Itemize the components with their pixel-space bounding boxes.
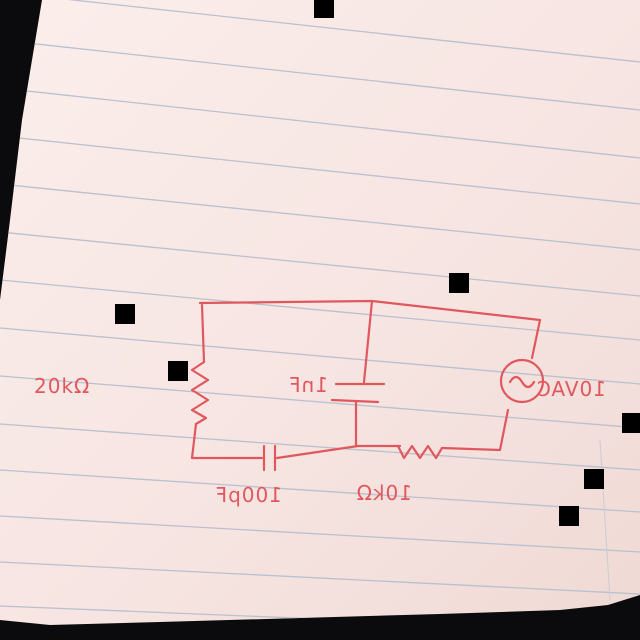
ac-source-symbol [499,358,545,404]
label-capacitor-100pf: 100pF [215,483,282,507]
black-square-icon [449,273,469,293]
wire-right-bottom [440,408,510,452]
labels: 20kΩ 1nF 100pF 10kΩ 10VAC [34,373,606,507]
resistor-10k-symbol [396,444,444,460]
wire-right-top [530,318,542,360]
page-margin-line [599,439,611,601]
label-resistor-20k: 20kΩ [34,374,90,398]
wire-middle [362,299,374,384]
label-resistor-10k: 10kΩ [356,481,412,505]
wire-bottom [275,444,402,460]
wire-left-lower [190,422,264,460]
notebook-paper [0,0,640,625]
label-source-10vac: 10VAC [536,377,606,401]
black-square-icon [168,361,188,381]
ac-wave-icon [508,375,536,389]
black-square-icon [115,304,135,324]
wire-left [200,303,206,364]
black-square-icon [314,0,334,18]
black-square-icon [584,469,604,489]
label-capacitor-1nf: 1nF [288,373,328,397]
occlusion-markers [115,0,640,526]
resistor-20k-symbol [190,360,210,426]
black-square-icon [622,413,640,433]
circuit-diagram [190,299,545,472]
capacitor-1nf-symbol [330,382,386,404]
black-square-icon [559,506,579,526]
capacitor-100pf-symbol [262,444,277,472]
